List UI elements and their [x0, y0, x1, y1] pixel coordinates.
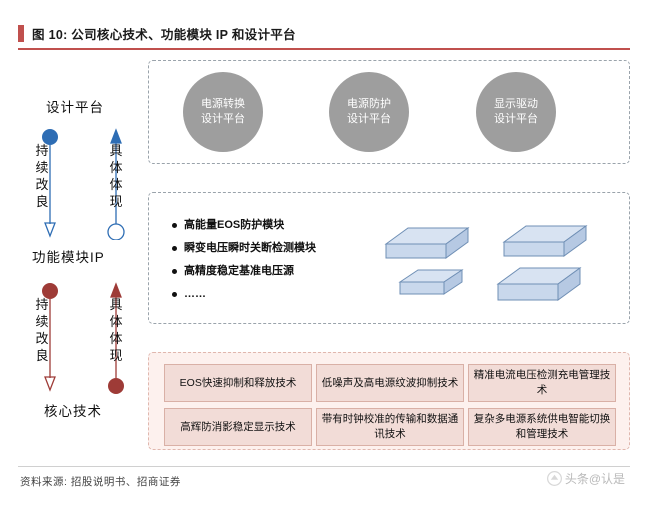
bullet-text: ……	[184, 288, 206, 300]
module-3d-box	[384, 227, 470, 259]
module-bullet-list: 高能量EOS防护模块 瞬变电压瞬时关断检测模块 高精度稳定基准电压源 ……	[172, 218, 362, 310]
core-tech-box-5: 带有时钟校准的传输和数据通讯技术	[316, 408, 464, 446]
module-3d-box	[496, 267, 582, 301]
circle-line2: 设计平台	[347, 113, 391, 125]
bullet-dot-icon	[172, 269, 177, 274]
label-design-platform: 设计平台	[46, 100, 104, 115]
list-item: ……	[172, 287, 362, 301]
arrow-group-module-core	[42, 282, 124, 394]
bullet-dot-icon	[172, 292, 177, 297]
figure-title-row: 图 10: 公司核心技术、功能模块 IP 和设计平台	[18, 22, 630, 44]
bullet-dot-icon	[172, 223, 177, 228]
list-item: 高能量EOS防护模块	[172, 218, 362, 232]
module-3d-box	[502, 225, 588, 257]
module-3d-box	[398, 269, 464, 295]
arrow-group-platform-module	[42, 128, 125, 240]
platform-circle-display-driver: 显示驱动 设计平台	[476, 72, 556, 152]
core-tech-box-2: 低噪声及高电源纹波抑制技术	[316, 364, 464, 402]
arrow-label-continuous-improve-2: 持续改良	[35, 297, 49, 363]
title-underline	[18, 48, 630, 50]
footer-divider	[18, 466, 630, 467]
watermark: 头条@认是	[546, 470, 625, 487]
list-item: 高精度稳定基准电压源	[172, 264, 362, 278]
bullet-text: 高能量EOS防护模块	[184, 219, 285, 231]
core-tech-box-6: 复杂多电源系统供电智能切换和管理技术	[468, 408, 616, 446]
panel-function-module-ip	[148, 192, 630, 324]
circle-line2: 设计平台	[201, 113, 245, 125]
circle-line2: 设计平台	[494, 113, 538, 125]
page-title: 图 10: 公司核心技术、功能模块 IP 和设计平台	[32, 27, 296, 42]
title-accent-bar	[18, 24, 24, 42]
circle-line1: 电源转换	[201, 98, 245, 110]
core-tech-box-1: EOS快速抑制和释放技术	[164, 364, 312, 402]
circle-line1: 电源防护	[347, 98, 391, 110]
arrow-label-embodiment-2: 具体体现	[109, 297, 123, 363]
circle-line1: 显示驱动	[494, 98, 538, 110]
module-3d-box-cluster	[384, 225, 588, 301]
arrow-label-continuous-improve-1: 持续改良	[35, 143, 49, 209]
panel-design-platform	[148, 60, 630, 164]
bullet-text: 瞬变电压瞬时关断检测模块	[184, 242, 316, 254]
platform-circle-power-protection: 电源防护 设计平台	[329, 72, 409, 152]
label-function-module-ip: 功能模块IP	[32, 250, 105, 265]
source-note: 资料来源: 招股说明书、招商证券	[20, 476, 181, 488]
core-tech-box-4: 高辉防消影稳定显示技术	[164, 408, 312, 446]
label-core-technology: 核心技术	[44, 404, 102, 419]
platform-circle-power-conversion: 电源转换 设计平台	[183, 72, 263, 152]
arrow-label-embodiment-1: 具体体现	[109, 143, 123, 209]
list-item: 瞬变电压瞬时关断检测模块	[172, 241, 362, 255]
core-tech-box-3: 精准电流电压检测充电管理技术	[468, 364, 616, 402]
watermark-logo-icon	[546, 471, 562, 486]
bullet-text: 高精度稳定基准电压源	[184, 265, 294, 277]
bullet-dot-icon	[172, 246, 177, 251]
watermark-text: 头条@认是	[564, 472, 625, 486]
